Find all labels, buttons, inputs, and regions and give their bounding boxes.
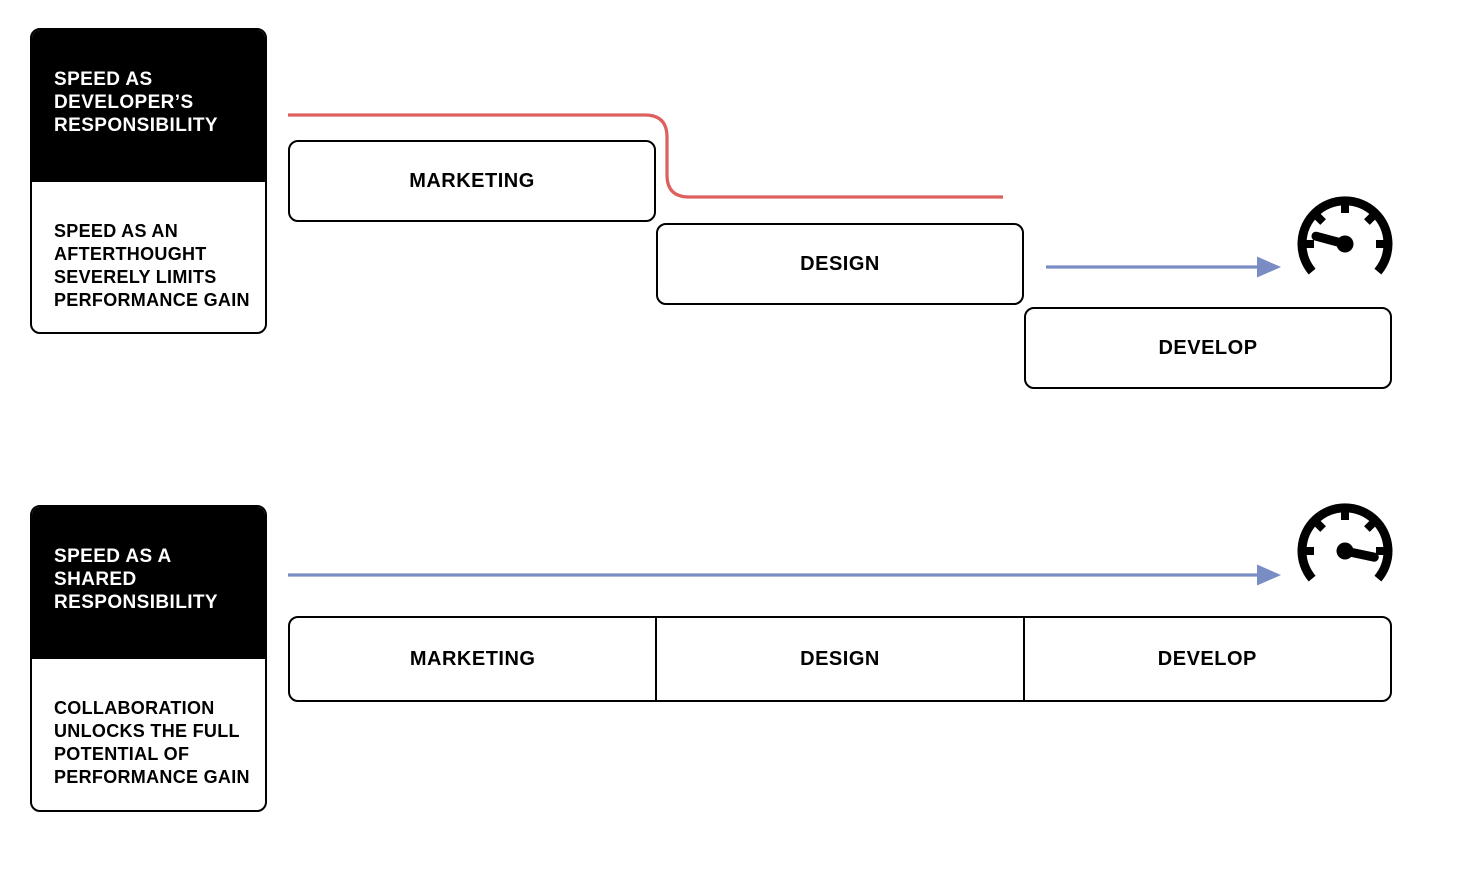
arrowhead-icon: [1257, 256, 1281, 278]
phase-box-design: DESIGN: [656, 223, 1024, 305]
speedometer-high-icon: [1297, 503, 1393, 582]
gauge-ticks: [1299, 198, 1391, 248]
phase-label: DEVELOP: [1158, 336, 1258, 359]
phase-label: DEVELOP: [1157, 647, 1257, 670]
shared-card-title: SPEED AS A SHARED RESPONSIBILITY: [54, 546, 218, 613]
phase-cell-marketing: MARKETING: [290, 618, 655, 700]
phase-label: MARKETING: [409, 169, 535, 192]
phase-label: DESIGN: [800, 647, 880, 670]
waterfall-card-header: SPEED AS DEVELOPER’S RESPONSIBILITY: [32, 30, 265, 182]
gauge-hub: [1336, 542, 1354, 560]
speed-arrow-top: [1046, 256, 1281, 278]
waterfall-card-subtitle: SPEED AS AN AFTERTHOUGHT SEVERELY LIMITS…: [54, 221, 250, 310]
arrowhead-icon: [1257, 564, 1281, 586]
gauge-needle: [1311, 231, 1350, 249]
speed-arrow-bottom: [288, 564, 1281, 586]
gauge-needle: [1340, 546, 1379, 562]
shared-card-subtitle: COLLABORATION UNLOCKS THE FULL POTENTIAL…: [54, 698, 250, 787]
phase-label: MARKETING: [409, 647, 536, 670]
gauge-hub: [1336, 235, 1354, 253]
shared-card-body: COLLABORATION UNLOCKS THE FULL POTENTIAL…: [32, 659, 265, 789]
waterfall-card: SPEED AS DEVELOPER’S RESPONSIBILITY SPEE…: [30, 28, 267, 334]
shared-card-header: SPEED AS A SHARED RESPONSIBILITY: [32, 507, 265, 659]
gauge-ticks: [1299, 505, 1391, 555]
phase-cell-design: DESIGN: [655, 618, 1022, 700]
phase-cell-develop: DEVELOP: [1022, 618, 1390, 700]
phase-box-marketing: MARKETING: [288, 140, 656, 222]
waterfall-card-title: SPEED AS DEVELOPER’S RESPONSIBILITY: [54, 69, 218, 136]
shared-card: SPEED AS A SHARED RESPONSIBILITY COLLABO…: [30, 505, 267, 812]
phase-label: DESIGN: [800, 252, 880, 275]
phase-box-develop: DEVELOP: [1024, 307, 1392, 389]
waterfall-card-body: SPEED AS AN AFTERTHOUGHT SEVERELY LIMITS…: [32, 182, 265, 312]
speedometer-low-icon: [1297, 196, 1393, 275]
shared-phase-row: MARKETING DESIGN DEVELOP: [288, 616, 1392, 702]
